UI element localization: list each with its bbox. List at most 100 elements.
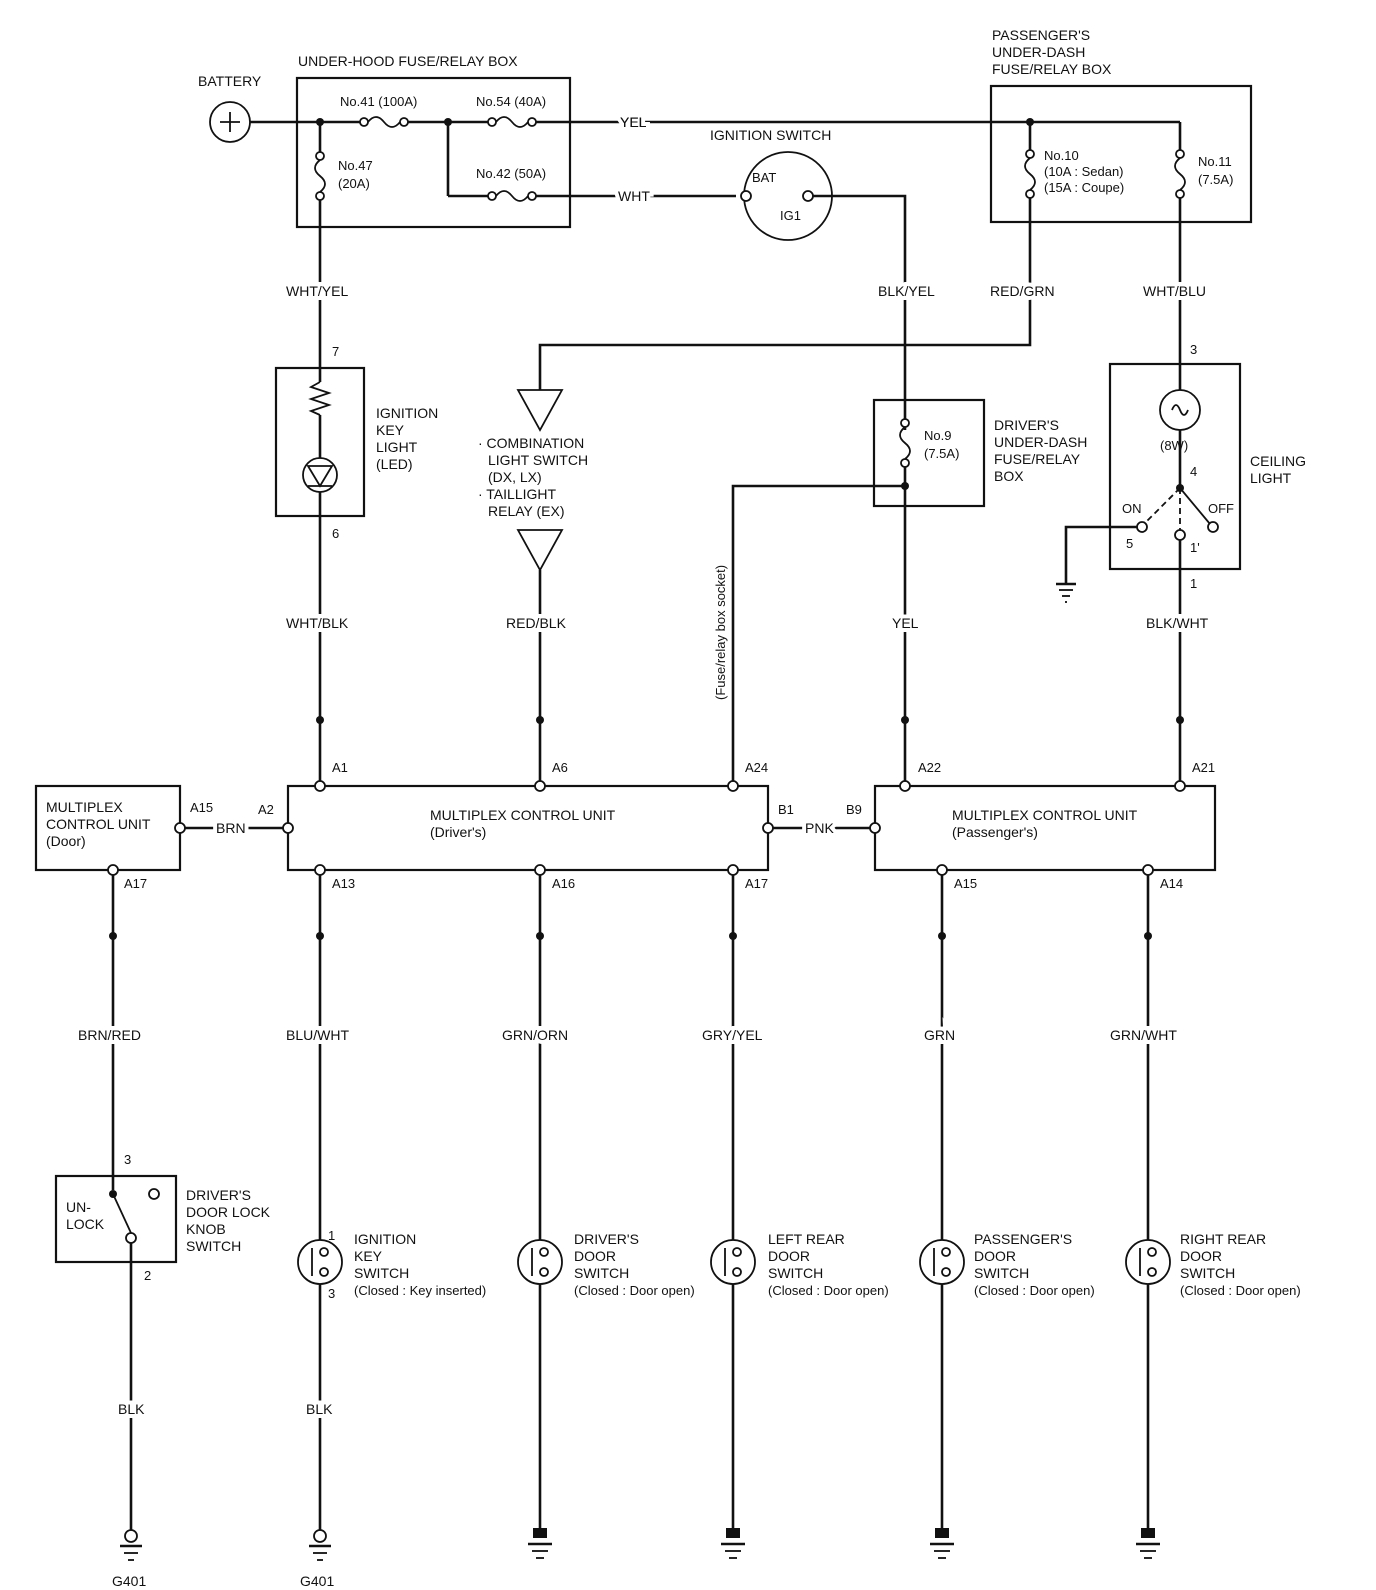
red-grn-wire [538, 222, 1032, 390]
ceiling-label-1: CEILING [1250, 453, 1306, 469]
fuse-42-label: No.42 (50A) [476, 166, 546, 181]
combo-arrow-bottom [516, 529, 564, 572]
ground-icon [935, 1528, 949, 1538]
wire-brn-label: BRN [216, 820, 246, 836]
passenger-pin-b9: B9 [846, 802, 862, 817]
lr-door-label-1: LEFT REAR [768, 1231, 845, 1247]
left-rear-door-switch: LEFT REAR DOOR SWITCH (Closed : Door ope… [710, 1231, 889, 1298]
key-switch-pin-3: 3 [328, 1286, 335, 1301]
passenger-unit-label-1: MULTIPLEX CONTROL UNIT [952, 807, 1138, 823]
ignition-key-light: 7 6 IGNITION KEY LIGHT (LED) [274, 344, 438, 541]
passenger-box-title-3: FUSE/RELAY BOX [992, 61, 1112, 77]
fuse-41-icon [367, 116, 401, 128]
drv-door-label-1: DRIVER'S [574, 1231, 639, 1247]
door-unit-label-2: CONTROL UNIT [46, 816, 151, 832]
wire-brn-red-label: BRN/RED [78, 1027, 141, 1043]
underhood-fuse-box: UNDER-HOOD FUSE/RELAY BOX No.41 (100A) N… [295, 53, 572, 229]
fuse-10-label-c: (15A : Coupe) [1044, 180, 1124, 195]
driver-unit-outline [286, 784, 770, 872]
key-switch-label-2: KEY [354, 1248, 383, 1264]
key-switch-label-4: (Closed : Key inserted) [354, 1283, 486, 1298]
lr-door-label-2: DOOR [768, 1248, 810, 1264]
key-light-label-2: KEY [376, 422, 405, 438]
wire-wht-top-label: WHT [618, 188, 650, 204]
body-ground-passenger [930, 1528, 954, 1559]
passenger-box-title-1: PASSENGER'S [992, 27, 1090, 43]
battery-label: BATTERY [198, 73, 262, 89]
pass-door-label-3: SWITCH [974, 1265, 1029, 1281]
fuse-10-label-a: No.10 [1044, 148, 1079, 163]
driver-pin-a16: A16 [552, 876, 575, 891]
passenger-fuse-box: PASSENGER'S UNDER-DASH FUSE/RELAY BOX No… [989, 27, 1253, 224]
ceiling-light-outline [1108, 362, 1242, 571]
lock-switch-label-4: SWITCH [186, 1238, 241, 1254]
ignition-switch: IGNITION SWITCH BAT IG1 [710, 127, 833, 241]
wire-wht-blk-label: WHT/BLK [286, 615, 349, 631]
fuse-41-label: No.41 (100A) [340, 94, 417, 109]
passenger-pin-a22: A22 [918, 760, 941, 775]
ground-icon [726, 1528, 740, 1538]
ceiling-pin-4: 4 [1190, 464, 1197, 479]
drv-door-label-2: DOOR [574, 1248, 616, 1264]
key-switch-label-3: SWITCH [354, 1265, 409, 1281]
ceiling-off-label: OFF [1208, 501, 1234, 516]
ignition-switch-title: IGNITION SWITCH [710, 127, 831, 143]
fuse-9-label-b: (7.5A) [924, 446, 959, 461]
lr-door-label-4: (Closed : Door open) [768, 1283, 889, 1298]
pass-door-label-4: (Closed : Door open) [974, 1283, 1095, 1298]
ignition-bat-label: BAT [752, 170, 776, 185]
fuse-47-icon [314, 159, 326, 193]
wire-yel-mid-label: YEL [892, 615, 919, 631]
key-light-pin-7: 7 [332, 344, 339, 359]
fuse-42-icon [495, 190, 529, 202]
drv-door-label-4: (Closed : Door open) [574, 1283, 695, 1298]
fuse-54-label: No.54 (40A) [476, 94, 546, 109]
underhood-title: UNDER-HOOD FUSE/RELAY BOX [298, 53, 518, 69]
driver-unit-label-2: (Driver's) [430, 824, 486, 840]
wire-wht-blu-label: WHT/BLU [1143, 283, 1206, 299]
ceiling-light: 3 (8W) 4 ON OFF 5 1' CEILING LIGHT [1056, 342, 1306, 603]
lock-switch-blade [112, 1193, 132, 1234]
fuse-9-label-a: No.9 [924, 428, 951, 443]
ceiling-pin-5: 5 [1126, 536, 1133, 551]
ceiling-pin-3: 3 [1190, 342, 1197, 357]
lock-switch-outline [54, 1174, 178, 1264]
driver-pin-a1: A1 [332, 760, 348, 775]
driver-door-switch: DRIVER'S DOOR SWITCH (Closed : Door open… [517, 1231, 695, 1298]
lock-switch-un: UN- [66, 1199, 91, 1215]
driver-pin-a24: A24 [745, 760, 768, 775]
wire-grn-label: GRN [924, 1027, 955, 1043]
ignition-key-switch: 1 3 IGNITION KEY SWITCH (Closed : Key in… [297, 1228, 486, 1301]
body-ground-right-rear [1136, 1528, 1160, 1559]
battery: BATTERY [198, 73, 262, 143]
ceiling-label-2: LIGHT [1250, 470, 1292, 486]
driver-box-title-4: BOX [994, 468, 1024, 484]
ground-g401-right-label: G401 [300, 1573, 334, 1589]
body-ground-driver-door [528, 1528, 552, 1559]
underhood-box-outline [295, 76, 572, 229]
lock-switch-pin-3: 3 [124, 1152, 131, 1167]
wire-red-grn-label: RED/GRN [990, 283, 1055, 299]
multiplex-driver-unit: MULTIPLEX CONTROL UNIT (Driver's) A1 A6 … [258, 760, 794, 891]
fuse-54-icon [495, 116, 529, 128]
driver-pin-a17: A17 [745, 876, 768, 891]
ignition-ig1-label: IG1 [780, 208, 801, 223]
ground-icon [533, 1528, 547, 1538]
ground-g401-right: G401 [300, 1529, 334, 1589]
driver-box-title-3: FUSE/RELAY [994, 451, 1081, 467]
key-switch-label-1: IGNITION [354, 1231, 416, 1247]
key-light-pin-6: 6 [332, 526, 339, 541]
fuse-47-label-b: (20A) [338, 176, 370, 191]
driver-box-title-2: UNDER-DASH [994, 434, 1087, 450]
wire-blk-ign-label: BLK [306, 1401, 333, 1417]
ceiling-pin-1p: 1' [1190, 540, 1200, 555]
drv-door-label-3: SWITCH [574, 1265, 629, 1281]
lock-switch-label-1: DRIVER'S [186, 1187, 251, 1203]
wire-blk-wht-label: BLK/WHT [1146, 615, 1209, 631]
fuse-11-label-a: No.11 [1198, 154, 1232, 169]
ground-g401-left: G401 [112, 1529, 146, 1589]
wire-grn-wht-label: GRN/WHT [1110, 1027, 1177, 1043]
combo-label-1: · COMBINATION [478, 435, 584, 451]
multiplex-door-unit: MULTIPLEX CONTROL UNIT (Door) A15 A17 [34, 784, 213, 891]
